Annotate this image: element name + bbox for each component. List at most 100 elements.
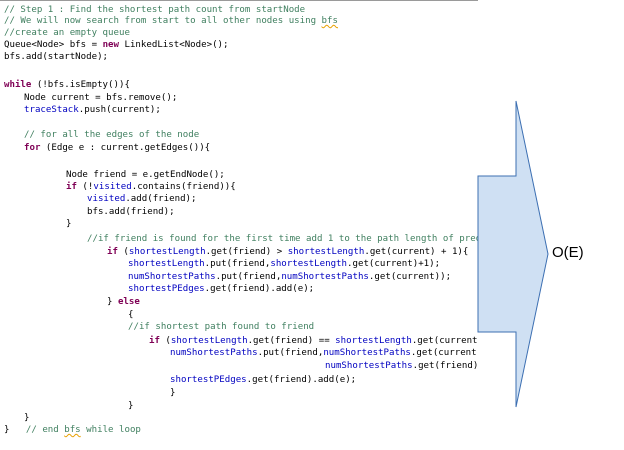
code-token: .put(friend, bbox=[257, 348, 324, 358]
code-line: Node friend = e.getEndNode(); bbox=[66, 170, 225, 181]
code-line: //if friend is found for the first time … bbox=[87, 234, 478, 245]
code-token: .get(current) + 1){ bbox=[364, 247, 469, 257]
code-line: traceStack.push(current); bbox=[24, 105, 161, 116]
code-token: //create an empty queue bbox=[4, 28, 130, 38]
code-token: Queue<Node> bfs = bbox=[4, 40, 103, 50]
code-line: } bbox=[66, 219, 71, 230]
code-token: .get(friend)); bbox=[412, 361, 478, 371]
code-token: visited bbox=[93, 182, 132, 192]
code-token: new bbox=[102, 40, 119, 50]
code-line: visited.add(friend); bbox=[87, 194, 197, 205]
code-token: Node friend = e.getEndNode(); bbox=[66, 170, 225, 180]
code-token: // Step 1 : Find the shortest path count… bbox=[4, 5, 306, 15]
code-token: traceStack bbox=[24, 105, 79, 115]
code-token: shortestLength bbox=[128, 259, 205, 269]
code-token: } bbox=[24, 413, 30, 423]
code-token: } bbox=[128, 401, 134, 411]
code-line: bfs.add(friend); bbox=[87, 207, 175, 218]
code-token: } bbox=[66, 219, 72, 229]
code-token: if bbox=[66, 182, 77, 192]
code-token: (Edge e : current.getEdges()){ bbox=[40, 143, 211, 153]
code-token: .get(current)+1){ bbox=[411, 336, 478, 346]
code-line: if (!visited.contains(friend)){ bbox=[66, 182, 236, 193]
code-token: .get(current)+ bbox=[410, 348, 478, 358]
code-token: numShortestPaths bbox=[323, 348, 411, 358]
code-token: shortestLength bbox=[287, 247, 365, 257]
code-token: .get(friend) > bbox=[205, 247, 288, 257]
code-token: numShortestPaths bbox=[128, 272, 216, 282]
code-token: numShortestPaths bbox=[281, 272, 369, 282]
code-token: .contains(friend)){ bbox=[131, 182, 236, 192]
code-token: (! bbox=[76, 182, 94, 192]
code-token: for bbox=[24, 143, 41, 153]
code-token: bfs bbox=[64, 425, 81, 435]
code-line: //create an empty queue bbox=[4, 28, 130, 39]
complexity-label: O(E) bbox=[552, 244, 584, 261]
code-line: for (Edge e : current.getEdges()){ bbox=[24, 143, 210, 154]
code-line: numShortestPaths.put(friend,numShortestP… bbox=[128, 272, 451, 283]
code-line: } else bbox=[107, 297, 140, 308]
code-token: shortestLength bbox=[335, 336, 412, 346]
code-token: // for all the edges of the node bbox=[24, 130, 200, 140]
code-line: shortestPEdges.get(friend).add(e); bbox=[128, 284, 314, 295]
code-line: // Step 1 : Find the shortest path count… bbox=[4, 5, 305, 16]
code-line: } bbox=[170, 388, 175, 399]
code-token: .get(friend).add(e); bbox=[246, 375, 357, 385]
code-token: ( bbox=[117, 247, 129, 257]
code-token: (!bfs.isEmpty()){ bbox=[31, 80, 130, 90]
code-token: shortestLength bbox=[270, 259, 348, 269]
code-token: //if friend is found for the first time … bbox=[87, 234, 478, 244]
code-line: } // end bfs while loop bbox=[4, 425, 141, 436]
code-token: shortestPEdges bbox=[128, 284, 205, 294]
code-token: shortestLength bbox=[170, 336, 248, 346]
code-line: { bbox=[128, 310, 133, 321]
code-token: shortestLength bbox=[128, 247, 206, 257]
code-line: } bbox=[128, 401, 133, 412]
code-token: shortestPEdges bbox=[170, 375, 247, 385]
code-token: .get(current)); bbox=[368, 272, 452, 282]
code-line: shortestLength.put(friend,shortestLength… bbox=[128, 259, 440, 270]
code-editor-snippet: // Step 1 : Find the shortest path count… bbox=[0, 0, 478, 436]
code-token: .get(friend) == bbox=[247, 336, 336, 346]
code-token: while loop bbox=[80, 425, 141, 435]
code-line: //if shortest path found to friend bbox=[128, 322, 314, 333]
code-token: } bbox=[4, 425, 26, 435]
code-token: .get(friend).add(e); bbox=[204, 284, 315, 294]
code-token: ( bbox=[159, 336, 171, 346]
code-line: } bbox=[24, 413, 29, 424]
code-token: bfs bbox=[321, 16, 338, 26]
code-token: LinkedList<Node>(); bbox=[119, 40, 229, 50]
code-token: if bbox=[149, 336, 160, 346]
code-token: bfs.add(friend); bbox=[87, 207, 175, 217]
code-token: } bbox=[107, 297, 118, 307]
code-line: if (shortestLength.get(friend) == shorte… bbox=[149, 336, 478, 347]
code-line: numShortestPaths.put(friend,numShortestP… bbox=[170, 348, 478, 359]
code-token: .put(friend, bbox=[204, 259, 271, 269]
code-token: Node current = bfs.remove(); bbox=[24, 93, 178, 103]
code-token: // end bbox=[25, 425, 65, 435]
code-token: // We will now search from start to all … bbox=[4, 16, 322, 26]
code-token: .push(current); bbox=[78, 105, 161, 115]
code-token: numShortestPaths bbox=[170, 348, 258, 358]
code-line: while (!bfs.isEmpty()){ bbox=[4, 80, 130, 91]
code-token: if bbox=[107, 247, 118, 257]
code-token: visited bbox=[87, 194, 126, 204]
code-line: Node current = bfs.remove(); bbox=[24, 93, 177, 104]
code-line: bfs.add(startNode); bbox=[4, 52, 108, 63]
code-token: else bbox=[117, 297, 140, 307]
code-token: .add(friend); bbox=[125, 194, 197, 204]
code-token: { bbox=[128, 310, 134, 320]
code-token: .put(friend, bbox=[215, 272, 282, 282]
code-token: //if shortest path found to friend bbox=[128, 322, 315, 332]
code-token: numShortestPaths bbox=[325, 361, 413, 371]
code-token: while bbox=[4, 80, 32, 90]
code-token: } bbox=[170, 388, 176, 398]
code-line: numShortestPaths.get(friend)); bbox=[325, 361, 478, 372]
code-line: // for all the edges of the node bbox=[24, 130, 199, 141]
code-line: // We will now search from start to all … bbox=[4, 16, 338, 27]
code-line: if (shortestLength.get(friend) > shortes… bbox=[107, 247, 468, 258]
code-line: shortestPEdges.get(friend).add(e); bbox=[170, 375, 356, 386]
code-token: .get(current)+1); bbox=[347, 259, 441, 269]
code-token: bfs.add(startNode); bbox=[4, 52, 109, 62]
